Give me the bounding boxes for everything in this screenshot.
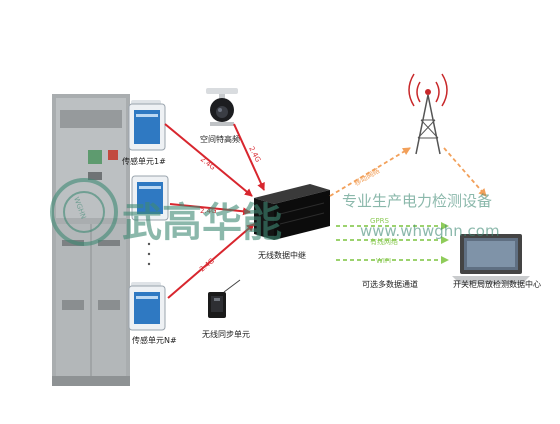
channel-mobile-label: 移动网络 — [353, 166, 382, 188]
links-2-4g — [164, 123, 265, 299]
watermark: WGHN 武高华能 专业生产电力检测设备 www.whwghn.com — [50, 178, 500, 246]
sensor-unit-first-label: 传感单元1# — [122, 156, 166, 166]
link-sensor1-relay — [164, 123, 253, 197]
link-sensorN-relay — [167, 223, 255, 299]
link-label-2g-2: 2.4G — [247, 145, 262, 163]
tower-icon — [408, 73, 448, 155]
link-camera-relay — [233, 123, 265, 191]
sync-unit-icon — [208, 279, 241, 318]
laptop-icon — [452, 234, 530, 284]
sensor-unit-1 — [128, 100, 166, 151]
channel-gprs-label: GPRS — [370, 217, 390, 225]
watermark-brand: 武高华能 — [122, 200, 282, 246]
link-label-2g-1: 2.4G — [199, 155, 217, 172]
sensor-unit-last-label: 传感单元N# — [132, 335, 177, 345]
sensor-unit-2 — [131, 175, 169, 221]
link-label-2g-3: 2.4G — [200, 207, 217, 215]
mobile-network-path — [329, 147, 487, 197]
sensor-ellipsis — [147, 242, 151, 266]
green-channels — [336, 222, 449, 264]
channel-wifi-label: WIFI — [376, 257, 391, 265]
channels-caption: 可选多数据通道 — [362, 279, 418, 289]
watermark-slogan: 专业生产电力检测设备 — [342, 192, 492, 210]
relay-label: 无线数据中继 — [258, 250, 306, 260]
camera-label: 空间特高频 — [200, 134, 240, 144]
link-sensor2-relay — [169, 203, 251, 216]
camera-icon — [206, 88, 238, 126]
watermark-url: www.whwghn.com — [360, 222, 500, 240]
sync-unit-label: 无线同步单元 — [202, 329, 250, 339]
switchgear-cabinet-image — [52, 94, 130, 386]
data-center-label: 开关柜局放检测数据中心 — [453, 279, 541, 289]
channel-wired-label: 有线网络 — [370, 237, 398, 246]
relay-box-icon — [254, 184, 330, 240]
sensor-unit-n — [128, 282, 166, 331]
